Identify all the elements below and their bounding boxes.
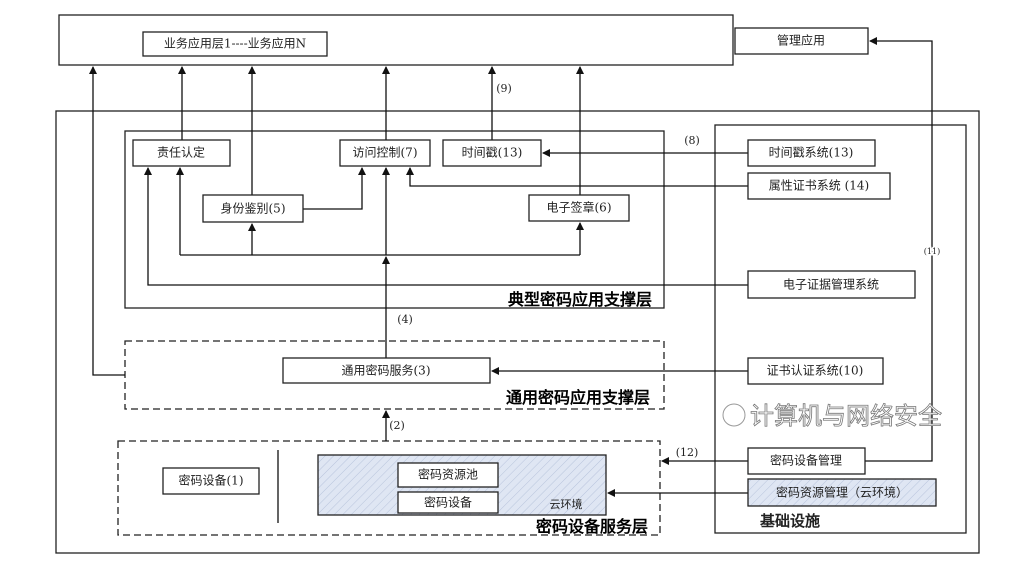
connectors [89,37,933,523]
access-control-label: 访问控制(7) [353,146,418,160]
accountability-label: 责任认定 [157,145,205,160]
accountability-box[interactable] [132,139,231,167]
identity-auth-box[interactable] [202,194,304,223]
cloud-device-box[interactable] [397,491,499,514]
cert-auth-system-box[interactable] [747,357,884,385]
typical-layer-frame [124,130,665,309]
edge-label-2: (2) [389,419,405,432]
evidence-system-box[interactable] [747,270,916,299]
edge-label-8: (8) [684,134,700,147]
resource-pool-label: 密码资源池 [418,467,478,482]
typical-layer-title: 典型密码应用支撑层 [508,290,652,309]
crypto-device-label: 密码设备(1) [179,473,244,488]
cloud-device-label: 密码设备 [424,495,472,510]
cert-auth-system-label: 证书认证系统(10) [767,364,864,378]
timestamp-system-label: 时间戳系统(13) [769,146,854,160]
device-layer-frame [117,440,661,536]
resource-pool-box[interactable] [397,462,499,488]
management-app-box[interactable] [734,27,869,55]
infra-title: 基础设施 [759,512,820,530]
business-layer-label: 业务应用层1----业务应用N [164,36,306,51]
device-layer-title: 密码设备服务层 [535,517,648,536]
attribute-cert-system-label: 属性证书系统 (14) [769,179,869,193]
e-seal-label: 电子签章(6) [547,200,612,215]
watermark-logo-icon [722,403,746,427]
general-service-label: 通用密码服务(3) [342,363,431,378]
access-control-box[interactable] [339,139,431,167]
general-service-box[interactable] [282,357,491,384]
management-app-label: 管理应用 [777,33,825,48]
cloud-label: 云环境 [550,497,583,511]
identity-auth-label: 身份鉴别(5) [221,201,286,216]
resource-management-label: 密码资源管理（云环境） [776,485,908,500]
outer-frame [55,110,980,554]
device-management-box[interactable] [747,447,866,475]
watermark: 计算机与网络安全 [750,402,942,430]
timestamp-box[interactable] [442,139,542,167]
crypto-device-box[interactable] [162,467,260,495]
edge-label-11: (11) [924,247,940,256]
edge-label-9: (9) [496,82,512,95]
infra-frame [714,124,967,534]
evidence-system-label: 电子证据管理系统 [783,277,879,292]
edge-label-4: (4) [397,313,413,326]
attribute-cert-system-box[interactable] [747,172,891,200]
business-layer-box [142,31,328,57]
resource-management-box[interactable] [747,478,937,507]
general-layer-title: 通用密码应用支撑层 [506,388,650,407]
timestamp-system-box[interactable] [747,139,876,167]
timestamp-label: 时间戳(13) [462,146,523,160]
e-seal-box[interactable] [528,194,630,222]
device-management-label: 密码设备管理 [770,453,842,468]
edge-label-12: (12) [676,446,699,459]
